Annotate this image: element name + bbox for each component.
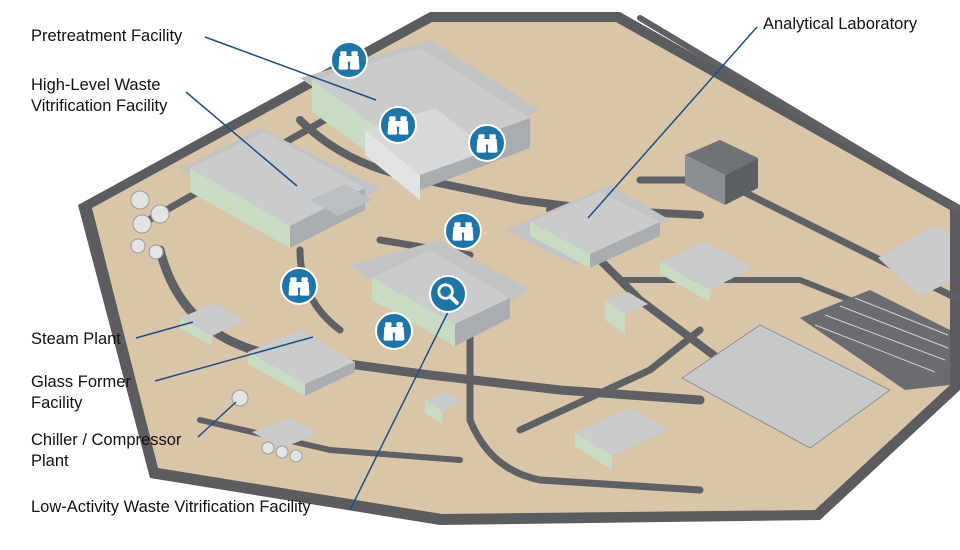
east-warehouses xyxy=(425,226,950,470)
leader-glass-former xyxy=(154,336,314,382)
label-chiller-line2: Plant xyxy=(31,452,69,470)
hotspot-pretreatment-3[interactable] xyxy=(468,124,506,162)
leader-law xyxy=(349,311,449,511)
hotspot-corridor[interactable] xyxy=(444,212,482,250)
leader-lines xyxy=(135,26,758,511)
label-glass-former-line2: Facility xyxy=(31,394,83,412)
hotspot-pretreatment-2[interactable] xyxy=(379,106,417,144)
label-law-vitrification-facility[interactable]: Low-Activity Waste Vitrification Facilit… xyxy=(31,498,311,516)
label-chiller-compressor-plant[interactable]: Chiller / Compressor Plant xyxy=(31,430,181,472)
leader-analytical xyxy=(587,26,758,219)
hotspot-glass-former[interactable] xyxy=(375,312,413,350)
label-hlw-line1: High-Level Waste xyxy=(31,76,161,94)
leader-steam xyxy=(135,321,194,339)
leader-hlw xyxy=(185,91,298,187)
label-chiller-line1: Chiller / Compressor xyxy=(31,431,182,449)
label-pretreatment-facility[interactable]: Pretreatment Facility xyxy=(31,27,183,45)
chiller-plant-area xyxy=(231,389,318,463)
label-hlw-line2: Vitrification Facility xyxy=(31,97,168,115)
glass-former-building xyxy=(248,330,355,396)
utility-structure xyxy=(685,140,758,205)
parking-lot xyxy=(800,290,950,390)
steam-plant-building xyxy=(180,303,245,346)
label-analytical-laboratory[interactable]: Analytical Laboratory xyxy=(763,15,918,33)
leader-pretreatment xyxy=(204,36,377,101)
hlw-building xyxy=(190,132,372,248)
label-glass-former-line1: Glass Former xyxy=(31,373,131,391)
label-glass-former-facility[interactable]: Glass Former Facility xyxy=(31,372,131,414)
hotspot-law-zoom[interactable] xyxy=(429,275,467,313)
hotspot-pretreatment-1[interactable] xyxy=(330,41,368,79)
storage-tanks xyxy=(130,190,170,260)
hotspot-west[interactable] xyxy=(280,267,318,305)
label-steam-plant[interactable]: Steam Plant xyxy=(31,330,121,348)
leader-chiller xyxy=(197,401,237,438)
laydown-area xyxy=(681,324,891,449)
analytical-lab-building xyxy=(530,192,660,268)
label-hlw-vitrification-facility[interactable]: High-Level Waste Vitrification Facility xyxy=(31,75,167,117)
